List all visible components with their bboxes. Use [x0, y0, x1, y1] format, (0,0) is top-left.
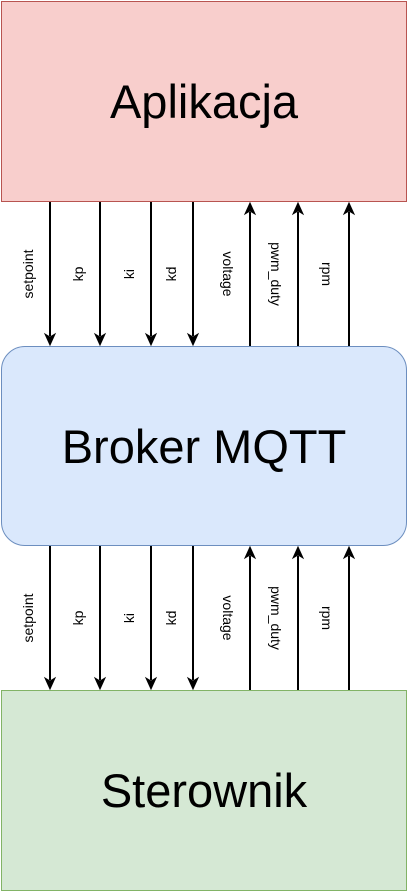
arrow-label-pwm-duty: pwm_duty	[268, 242, 284, 306]
arrowhead-down-icon	[93, 332, 107, 347]
arrow-label-rpm: rpm	[319, 606, 335, 630]
arrowhead-down-icon	[93, 676, 107, 691]
arrow-label-voltage: voltage	[220, 595, 236, 640]
arrow-label-pwm-duty: pwm_duty	[268, 586, 284, 650]
arrow-label-kp: kp	[70, 610, 86, 625]
arrowhead-up-icon	[243, 201, 257, 216]
sterownik-box: Sterownik	[1, 690, 407, 891]
arrowhead-down-icon	[43, 332, 57, 347]
arrowhead-up-icon	[291, 545, 305, 560]
arrowhead-up-icon	[342, 201, 356, 216]
lower-arrow-rpm: rpm	[319, 545, 356, 690]
upper-arrow-kp: kp	[70, 202, 107, 347]
arrow-label-rpm: rpm	[319, 262, 335, 286]
upper-arrow-kd: kd	[163, 202, 200, 347]
arrow-label-voltage: voltage	[220, 251, 236, 296]
arrowhead-down-icon	[144, 332, 158, 347]
arrowhead-up-icon	[243, 545, 257, 560]
arrow-label-kd: kd	[163, 267, 179, 282]
arrow-label-ki: ki	[121, 269, 137, 279]
arrowhead-down-icon	[186, 676, 200, 691]
lower-arrow-kd: kd	[163, 546, 200, 691]
broker-mqtt-label: Broker MQTT	[61, 419, 347, 473]
arrow-label-kp: kp	[70, 266, 86, 281]
arrowhead-down-icon	[43, 676, 57, 691]
upper-arrow-rpm: rpm	[319, 201, 356, 346]
upper-arrow-ki: ki	[121, 202, 158, 347]
lower-arrow-setpoint: setpoint	[20, 546, 57, 691]
lower-arrow-pwm-duty: pwm_duty	[268, 545, 305, 690]
upper-arrow-voltage: voltage	[220, 201, 257, 346]
upper-arrow-pwm-duty: pwm_duty	[268, 201, 305, 346]
arrowhead-down-icon	[186, 332, 200, 347]
lower-arrow-kp: kp	[70, 546, 107, 691]
arrowhead-up-icon	[291, 201, 305, 216]
arrow-label-ki: ki	[121, 613, 137, 623]
sterownik-label: Sterownik	[100, 764, 308, 817]
arrow-label-kd: kd	[163, 611, 179, 626]
aplikacja-label: Aplikacja	[109, 75, 299, 128]
arrow-label-setpoint: setpoint	[20, 593, 36, 642]
upper-arrow-setpoint: setpoint	[20, 202, 57, 347]
aplikacja-box: Aplikacja	[1, 1, 407, 202]
lower-arrow-voltage: voltage	[220, 545, 257, 690]
lower-arrow-ki: ki	[121, 546, 158, 691]
arrowhead-up-icon	[342, 545, 356, 560]
arrowhead-down-icon	[144, 676, 158, 691]
broker-mqtt-box: Broker MQTT	[1, 346, 407, 546]
arrow-label-setpoint: setpoint	[20, 249, 36, 298]
